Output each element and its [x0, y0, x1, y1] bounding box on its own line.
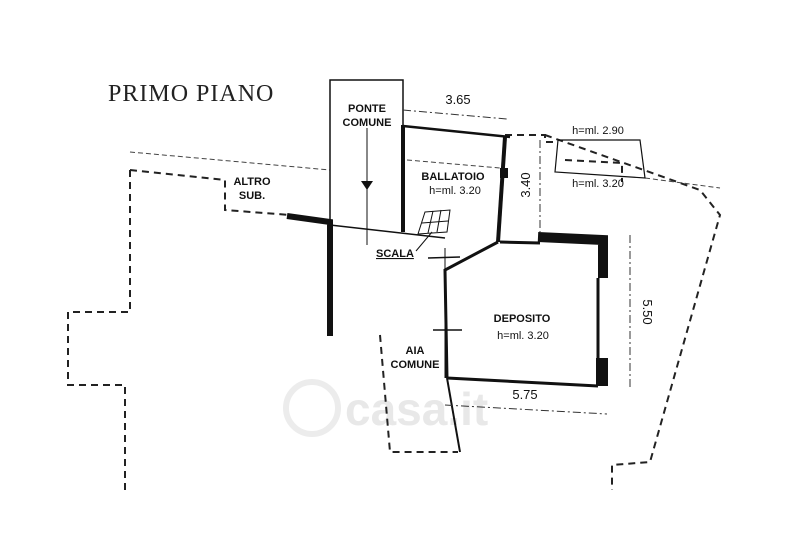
dimension-5-75: 5.75 — [512, 387, 537, 402]
boundary-dashed — [67, 134, 722, 490]
room-label-comune: COMUNE — [343, 117, 392, 129]
dimension-3-40: 3.40 — [518, 172, 533, 197]
height-upper: h=ml. 2.90 — [572, 125, 624, 137]
boundary-thin-dashed — [129, 151, 721, 189]
watermark-text: casa.it — [345, 383, 488, 435]
dimension-3-65: 3.65 — [445, 92, 470, 107]
room-label-scala: SCALA — [376, 248, 414, 260]
arrow-down-icon — [361, 128, 373, 245]
dimension-lines — [402, 109, 631, 415]
room-label-ponte: PONTE — [348, 103, 386, 115]
room-label-sub: SUB. — [239, 190, 265, 202]
room-label-altro: ALTRO — [233, 176, 271, 188]
room-label-aia: AIA — [406, 345, 425, 357]
height-lower: h=ml. 3.20 — [572, 178, 624, 190]
stair-symbol — [415, 209, 451, 252]
dimension-5-50: 5.50 — [640, 299, 655, 324]
room-label-deposito: DEPOSITO — [494, 313, 551, 325]
walls — [286, 79, 646, 453]
ballatoio-height: h=ml. 3.20 — [429, 185, 481, 197]
watermark: casa.it — [283, 379, 488, 437]
plan-title: PRIMO PIANO — [108, 81, 274, 107]
deposito-height: h=ml. 3.20 — [497, 330, 549, 342]
room-label-aia-comune: COMUNE — [391, 359, 440, 371]
room-label-ballatoio: BALLATOIO — [421, 171, 485, 183]
